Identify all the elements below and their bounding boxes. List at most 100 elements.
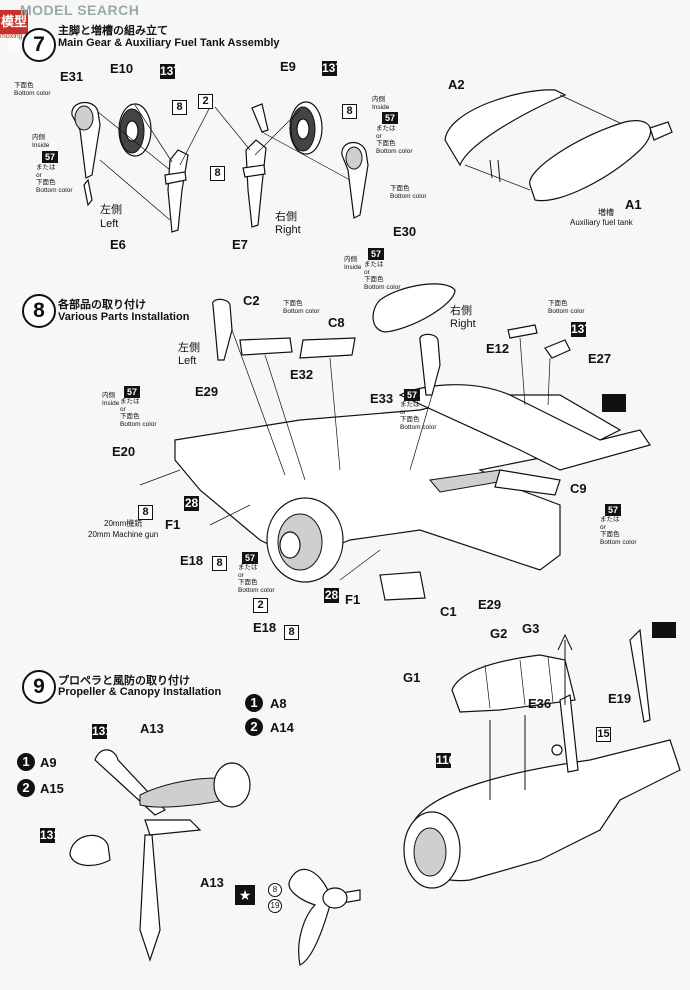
paint-137-right: 137 [322, 61, 343, 76]
paint-57-right: 57 [382, 112, 398, 124]
watermark-brand: MODEL SEARCH [20, 2, 140, 18]
note-bottom-color-left: 下面色 Bottom color [14, 82, 51, 97]
right-label-en: Right [275, 224, 301, 236]
paint-137-e27: 137 [571, 322, 592, 337]
part-c8: C8 [328, 315, 345, 330]
step-7-title-en: Main Gear & Auxiliary Fuel Tank Assembly [58, 37, 280, 49]
gun-label-jp: 20mm機銃 [104, 519, 143, 528]
step-7-number: 7 [22, 28, 56, 62]
paint-28-bottom: 28 [324, 588, 339, 603]
part-c2: C2 [243, 293, 260, 308]
part-a13-top: A13 [140, 721, 164, 736]
stripe-marking-icon [602, 394, 626, 412]
paint-2-e18: 2 [253, 598, 268, 613]
part-e7: E7 [232, 237, 248, 252]
paint-8-right: 8 [342, 104, 357, 119]
fuel-tank-drawing [444, 89, 673, 202]
right-gear-drawing [214, 101, 369, 228]
note-bottom-e12: 下面色 Bottom color [548, 300, 585, 315]
note-or-right: または or 下面色 Bottom color [400, 401, 437, 431]
left-label-jp: 左側 [100, 204, 122, 216]
part-a1: A1 [625, 197, 642, 212]
step8-right-en: Right [450, 318, 476, 330]
part-g3: G3 [522, 621, 540, 636]
note-inside-e29: 内側 Inside [102, 392, 120, 407]
part-e27: E27 [588, 351, 612, 366]
paint-57-e18: 57 [242, 552, 258, 564]
note-bottom-c2: 下面色 Bottom color [283, 300, 320, 315]
part-e29-top: E29 [195, 384, 219, 399]
step-9-number: 9 [22, 670, 56, 704]
part-e18-top: E18 [180, 553, 204, 568]
step-8-title-en: Various Parts Installation [58, 311, 190, 323]
paint-2: 2 [198, 94, 213, 109]
gun-label-en: 20mm Machine gun [88, 530, 159, 539]
part-a2: A2 [448, 77, 465, 92]
part-e33: E33 [370, 391, 394, 406]
part-c9: C9 [570, 481, 587, 496]
part-c1: C1 [440, 604, 457, 619]
propeller-drawing [69, 749, 361, 966]
paint-circ-19: 19 [268, 899, 282, 913]
paint-15: 15 [596, 727, 611, 742]
part-e10: E10 [110, 61, 134, 76]
watermark-logo: 模型网 [0, 10, 28, 53]
stripe-marking-icon-2 [652, 622, 676, 638]
step-8-number: 8 [22, 294, 56, 328]
paint-28-left: 28 [184, 496, 199, 511]
paint-8-e18-bottom: 8 [284, 625, 299, 640]
paint-57-e29: 57 [124, 386, 140, 398]
fuselage-canopy-drawing [403, 628, 681, 889]
variant-2-badge-a14: 2 [245, 718, 263, 736]
variant-1-badge-a9: 1 [17, 753, 35, 771]
paint-57-c9: 57 [605, 504, 621, 516]
fuel-tank-jp: 増槽 [598, 208, 614, 217]
part-e30: E30 [393, 224, 417, 239]
note-or-right: または or 下面色 Bottom color [376, 125, 413, 155]
part-e29-bottom: E29 [478, 597, 502, 612]
step8-left-en: Left [178, 355, 197, 367]
part-a9: A9 [40, 755, 57, 770]
star-icon: ★ [235, 885, 255, 905]
watermark-site: moxing.com [0, 33, 38, 40]
paint-116: 116 [436, 753, 456, 768]
step-8-title-jp: 各部品の取り付け [58, 299, 146, 311]
part-e31: E31 [60, 69, 84, 84]
left-gear-drawing [71, 102, 211, 233]
part-e32: E32 [290, 367, 314, 382]
step8-right-jp: 右側 [450, 305, 472, 317]
paint-131-spinner: 131 [40, 828, 61, 843]
paint-8-mid: 8 [210, 166, 225, 181]
aircraft-drawing [139, 283, 651, 601]
paint-137-left: 137 [160, 64, 181, 79]
note-or-left: または or 下面色 Bottom color [36, 164, 73, 194]
part-e18-bottom: E18 [253, 620, 277, 635]
step-9-title-jp: プロペラと風防の取り付け [58, 675, 190, 687]
paint-131-top: 131 [92, 724, 113, 739]
part-e20: E20 [112, 444, 136, 459]
note-bottom-color-right: 下面色 Bottom color [390, 185, 427, 200]
part-g2: G2 [490, 626, 508, 641]
part-a14: A14 [270, 720, 294, 735]
part-e9: E9 [280, 59, 296, 74]
note-or-e18: または or 下面色 Bottom color [238, 564, 275, 594]
paint-57-right: 57 [404, 389, 420, 401]
fuel-tank-en: Auxiliary fuel tank [570, 218, 633, 227]
variant-2-badge-a15: 2 [17, 779, 35, 797]
step-9-title-en: Propeller & Canopy Installation [58, 686, 222, 698]
right-label-jp: 右側 [275, 211, 297, 223]
note-inside-left: 内側 Inside [32, 134, 50, 149]
part-f1-bottom: F1 [345, 592, 361, 607]
paint-8-e20: 8 [138, 505, 153, 520]
note-or-c9: または or 下面色 Bottom color [600, 516, 637, 546]
paint-57-top: 57 [368, 248, 384, 260]
paint-8-e18-top: 8 [212, 556, 227, 571]
note-or-top: または or 下面色 Bottom color [364, 261, 401, 291]
variant-1-badge-a8: 1 [245, 694, 263, 712]
note-inside-right: 内側 Inside [372, 96, 390, 111]
part-e12: E12 [486, 341, 510, 356]
part-e19: E19 [608, 691, 632, 706]
step8-left-jp: 左側 [178, 342, 200, 354]
left-label-en: Left [100, 218, 119, 230]
